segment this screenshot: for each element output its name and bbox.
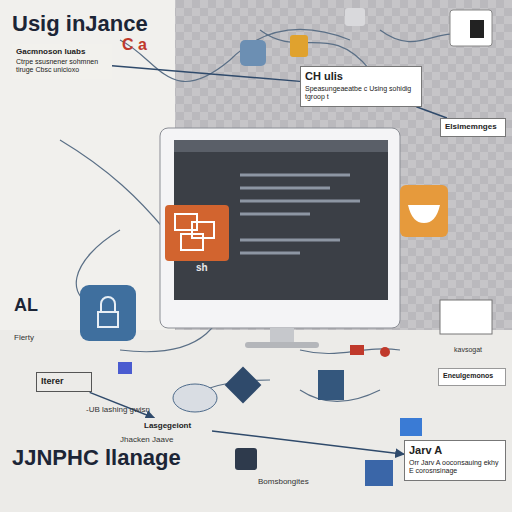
lock-icon [80, 285, 136, 341]
card-icon [440, 300, 492, 334]
info-box: Eneulgemonos [438, 368, 506, 386]
box-body: Ctrpe ssusnener sohmnen tiruge Cbsc unic… [16, 58, 108, 74]
label: Jhacken Jaave [120, 436, 173, 445]
label: -UB lashing gwisn [86, 406, 150, 415]
box-heading: Gacmnoson luabs [16, 47, 108, 56]
label: kavsogat [454, 346, 482, 354]
cube-icon [235, 448, 257, 470]
diamond-icon [225, 367, 262, 404]
label: Bomsbongites [258, 478, 309, 487]
picture-icon [400, 418, 422, 436]
box-body: Orr Jarv A ooconsauing ekhy E corosnsina… [409, 459, 501, 475]
info-box: Iterer [36, 372, 92, 392]
box-heading: Iterer [41, 376, 87, 386]
box-heading: Elsimemnges [445, 122, 501, 131]
face-icon [400, 185, 448, 237]
box-heading: Jarv A [409, 444, 501, 457]
box-heading: Lasgegeiont [144, 421, 208, 430]
dot-icon [380, 347, 390, 357]
app-icon [345, 8, 365, 26]
label: sh [196, 262, 208, 273]
label: C a [122, 36, 147, 54]
checker-panel [175, 0, 512, 330]
windows-icon [365, 460, 393, 486]
wires [60, 30, 470, 402]
window-icon [165, 205, 229, 261]
info-box: Jarv A Orr Jarv A ooconsauing ekhy E coro… [404, 440, 506, 481]
connector [112, 66, 300, 82]
box-body: Speasungeaeatbe c Using sohidig tgroop t [305, 85, 417, 101]
label: Flerty [14, 334, 34, 343]
connector [416, 107, 447, 118]
box-heading: Eneulgemonos [443, 372, 501, 380]
label: JJNPHC llanage [12, 446, 181, 470]
text-block: Gacmnoson luabsCtrpe ssusnener sohmnen t… [12, 44, 112, 79]
info-box: CH ulisSpeasungeaeatbe c Using sohidig t… [300, 66, 422, 107]
connector [212, 431, 404, 454]
app-icon [240, 40, 266, 66]
document-icon [470, 20, 484, 38]
box-heading: CH ulis [305, 70, 417, 83]
chat-icon [118, 362, 132, 374]
drive-icon [173, 384, 217, 412]
monitor [160, 128, 400, 348]
face-icon [408, 205, 440, 223]
left-panel [0, 0, 175, 330]
text-block: Lasgegeiont [140, 418, 212, 435]
folder-icon [290, 35, 308, 57]
flag-icon [350, 345, 364, 355]
box-icon [318, 370, 344, 400]
label: AL [14, 296, 38, 316]
title: Usig inJance [12, 12, 148, 36]
document-icon [450, 10, 492, 46]
info-box: Elsimemnges [440, 118, 506, 137]
